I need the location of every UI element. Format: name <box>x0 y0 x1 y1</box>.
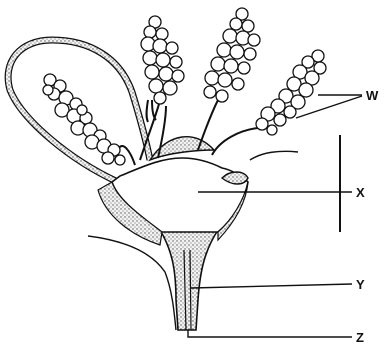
label-w: W <box>366 88 379 103</box>
anther-cluster-mid-right <box>204 8 260 102</box>
label-z: Z <box>356 330 364 345</box>
label-x: X <box>356 185 365 200</box>
receptacle-chamber <box>98 137 248 245</box>
label-y: Y <box>356 277 365 292</box>
style-stalk <box>160 230 218 330</box>
anther-cluster-mid-left <box>141 16 184 104</box>
anther-cluster-left <box>43 74 125 165</box>
label-y-group: Y <box>191 277 365 292</box>
pointer-line-z <box>188 330 352 337</box>
outer-wall-left <box>88 236 176 330</box>
outer-wall-right <box>250 151 298 160</box>
pointer-line-w-lower <box>296 96 362 118</box>
anther-cluster-right <box>256 50 326 135</box>
pointer-line-y <box>191 284 352 288</box>
label-z-group: Z <box>188 330 364 345</box>
